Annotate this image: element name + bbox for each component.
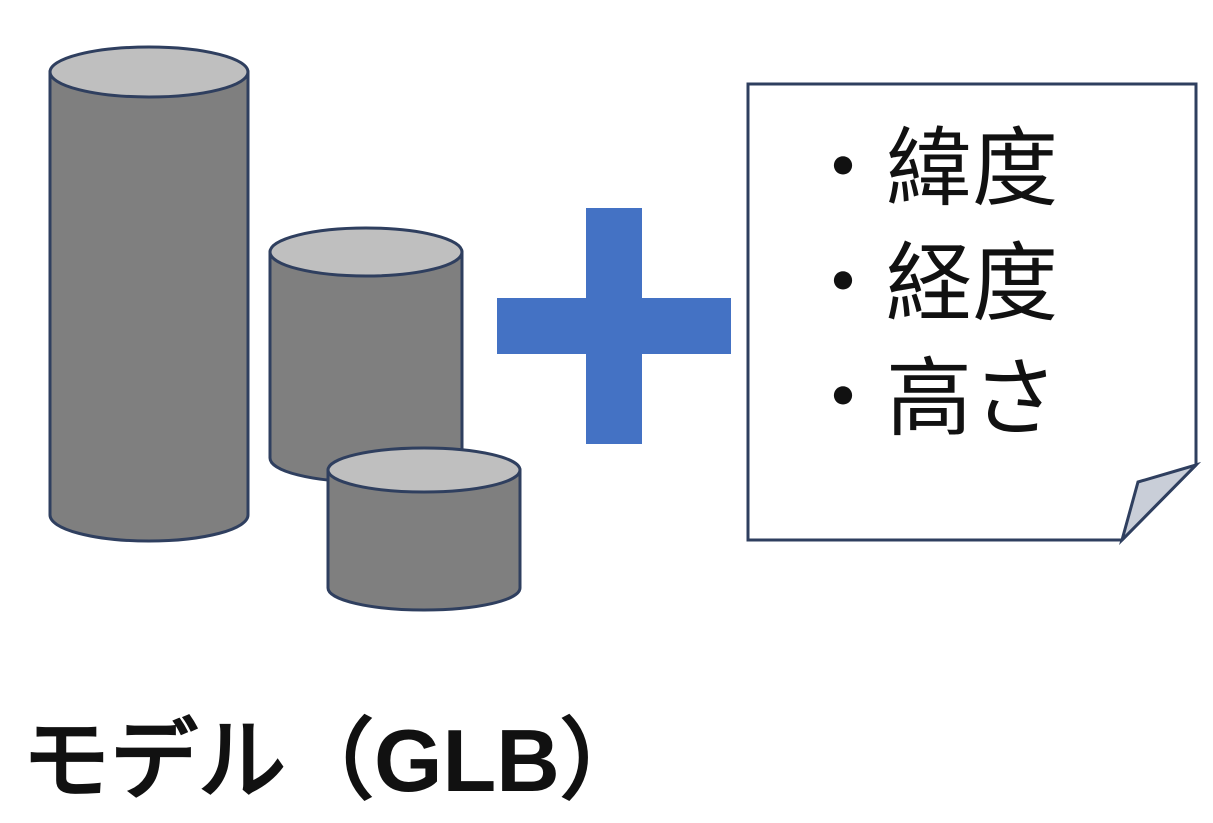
- model-caption: モデル（GLB）: [22, 711, 648, 810]
- note-item-longitude: ・経度: [800, 234, 1058, 334]
- note-paper: [746, 82, 1202, 546]
- plus-icon: [497, 208, 731, 444]
- note-item-latitude: ・緯度: [800, 119, 1058, 219]
- note-item-height: ・高さ: [800, 349, 1058, 449]
- cylinder-tall: [48, 45, 250, 543]
- cylinder-medium: [268, 226, 464, 484]
- cylinder-small: [326, 446, 522, 612]
- note-text: ・緯度 ・経度 ・高さ: [800, 112, 1058, 457]
